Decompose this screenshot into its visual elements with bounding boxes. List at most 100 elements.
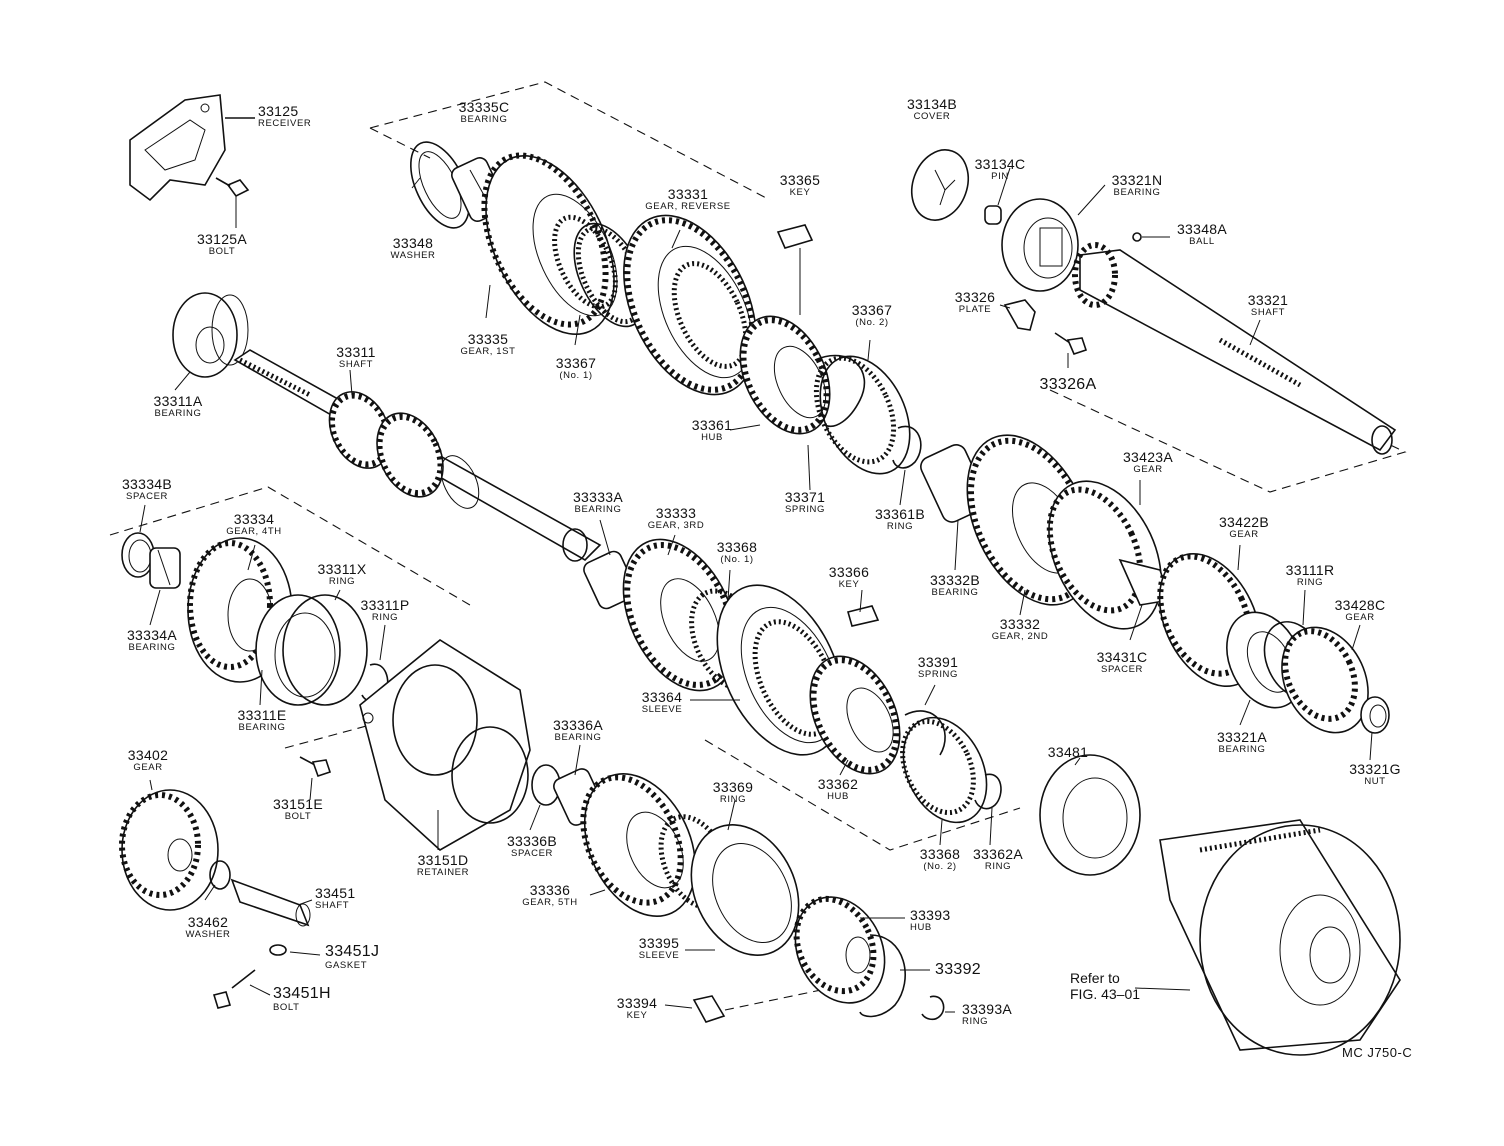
bearing-33311E-drawing [255,594,341,706]
label-33481: 33481 [1047,744,1089,760]
bolt-33326A-drawing [1054,332,1088,368]
receiver-drawing [129,94,255,202]
group-outline-5th-key [724,984,846,1011]
ring-33311X-drawing [282,594,368,706]
retainer-drawing [359,639,531,851]
bolt-33451H-drawing [212,969,256,1009]
nut-33321G-drawing [1360,696,1390,734]
label-33367-no1: 33367(No. 1) [555,355,597,381]
label-33368-no1: 33368(No. 1) [716,539,758,565]
group-outline-countershaft [1049,389,1407,493]
pin-33134C-drawing [984,205,1002,225]
spring-33391-drawing [904,710,946,756]
gear-33428C-drawing [1281,626,1369,734]
sleeve-33395-drawing [690,824,800,956]
gear-reverse-drawing [623,214,757,396]
group-outline-retainer [284,724,371,749]
shaft-33451-drawing [230,878,311,927]
ring-33367-no2-drawing [813,355,911,475]
shaft-33311-drawing [233,349,602,562]
bolt-33151E-drawing [299,756,332,778]
label-33368-no2: 33368(No. 2) [919,846,961,872]
washer-33462-drawing [209,860,231,890]
ring-33392-drawing [859,934,906,1018]
gear-3rd-drawing [622,538,738,692]
key-33394-drawing [692,995,726,1023]
refer-line-1: Refer to [1070,970,1120,986]
gear-33402-drawing [119,789,219,911]
gear-33423A-drawing [1046,480,1162,630]
bearing-33334A-drawing [149,547,181,589]
group-outline-3rd [704,739,1021,851]
gear-1st-drawing [481,152,618,335]
gasket-33451J-drawing [269,944,287,956]
key-33365-drawing [776,224,814,315]
ball-33348A-drawing [1132,232,1142,242]
diagram-code: MC J750-C [1342,1045,1413,1060]
bolt-33125A-drawing [215,177,250,228]
leader-lines [139,167,1373,1013]
shaft-33321-drawing [1072,242,1397,455]
ring-33368-no2-drawing [900,716,988,824]
housing-drawing [1159,819,1401,1056]
plate-33326-drawing [1003,299,1036,331]
refer-line-2: FIG. 43–01 [1070,986,1141,1002]
key-33366-drawing [847,605,880,627]
seal-33481-drawing [1039,754,1141,876]
hub-33393-drawing [793,895,886,1004]
bearing-33311A-drawing [172,292,249,378]
label-33392: 33392 [935,961,981,978]
ring-33362A-drawing [974,773,1002,810]
hub-33362-drawing [809,655,901,775]
